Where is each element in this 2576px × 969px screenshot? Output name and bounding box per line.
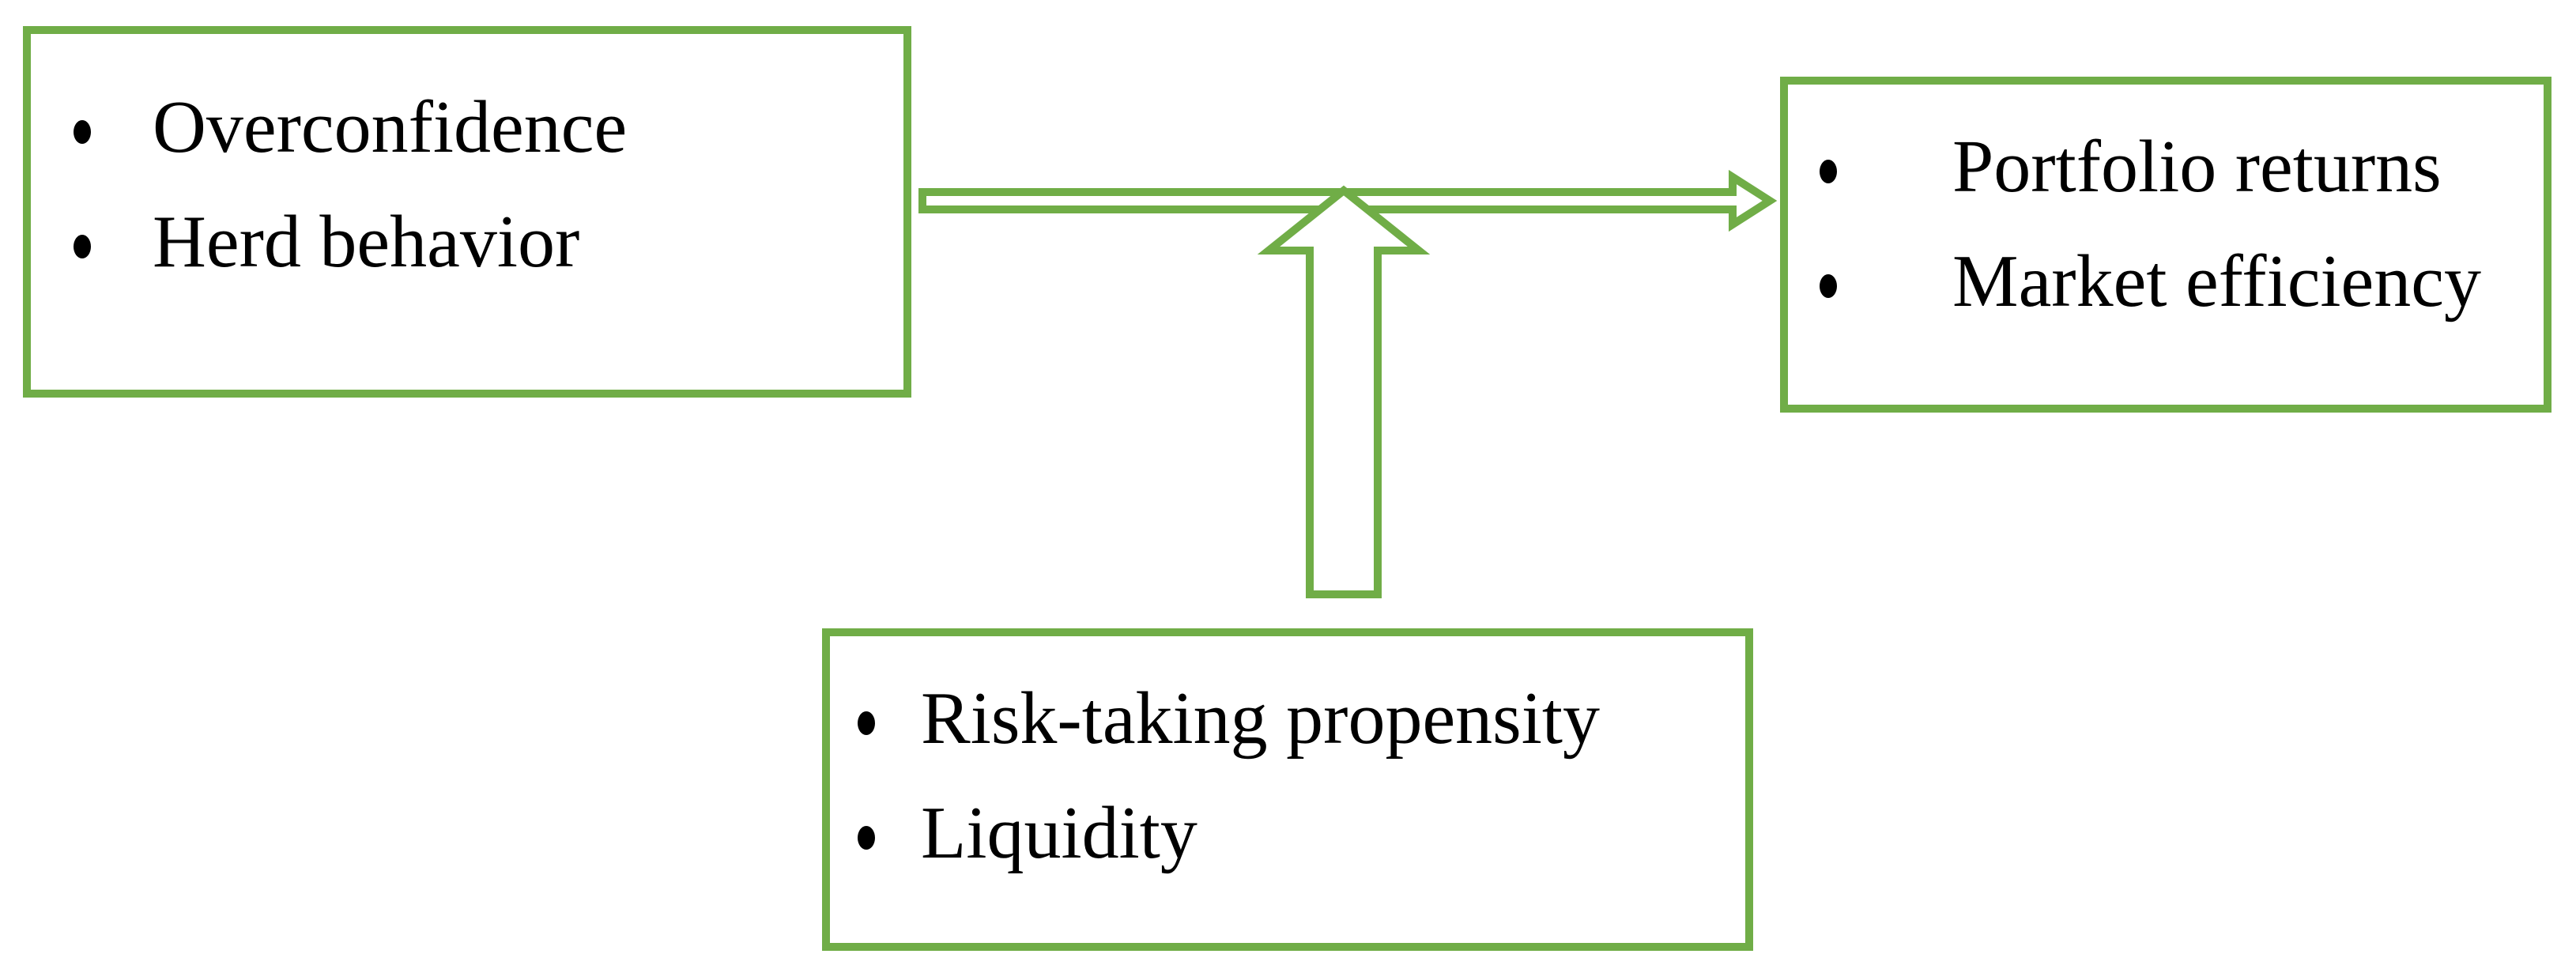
dependent-variables-list: Portfolio returns Market efficiency [1788, 110, 2544, 339]
list-item-label: Portfolio returns [1952, 126, 2442, 208]
list-item-label: Liquidity [921, 792, 1197, 874]
list-item-label: Overconfidence [153, 86, 628, 168]
moderator-variables-list: Risk-taking propensity Liquidity [830, 662, 1745, 891]
list-item: Herd behavior [31, 185, 903, 300]
list-item: Liquidity [830, 776, 1745, 891]
bullet-dot-icon [1820, 273, 1837, 298]
dependent-variables-box: Portfolio returns Market efficiency [1780, 77, 2551, 413]
bullet-dot-icon [1820, 159, 1837, 183]
moderator-variables-box: Risk-taking propensity Liquidity [822, 628, 1753, 951]
bullet-dot-icon [74, 119, 91, 144]
list-item: Risk-taking propensity [830, 662, 1745, 776]
list-item-label: Herd behavior [153, 201, 580, 283]
list-item-label: Risk-taking propensity [921, 677, 1600, 760]
bullet-dot-icon [858, 711, 875, 735]
list-item: Portfolio returns [1788, 110, 2544, 224]
list-item: Market efficiency [1788, 224, 2544, 339]
independent-variables-box: Overconfidence Herd behavior [23, 26, 911, 398]
bullet-dot-icon [74, 234, 91, 258]
bullet-dot-icon [858, 825, 875, 850]
independent-variables-list: Overconfidence Herd behavior [31, 70, 903, 300]
list-item-label: Market efficiency [1952, 240, 2481, 322]
list-item: Overconfidence [31, 70, 903, 185]
right-block-arrow-icon [918, 169, 1778, 232]
up-block-arrow-icon [1257, 185, 1431, 598]
